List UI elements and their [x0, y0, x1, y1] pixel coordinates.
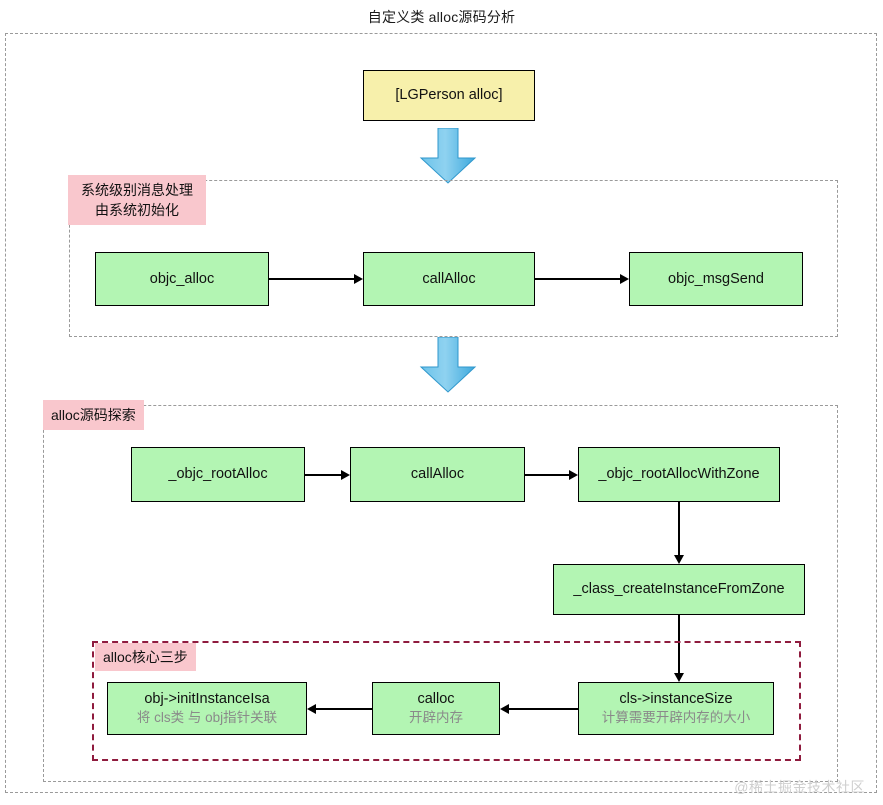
- connector-callalloc-to-msgsend: [535, 278, 620, 280]
- node-sublabel: 将 cls类 与 obj指针关联: [136, 710, 278, 726]
- node-cls-instancesize[interactable]: cls->instanceSize 计算需要开辟内存的大小: [578, 682, 774, 735]
- node-label: _class_createInstanceFromZone: [573, 581, 785, 598]
- arrowhead-down: [674, 555, 684, 564]
- connector-objc-alloc-to-callalloc: [269, 278, 354, 280]
- arrowhead-right: [620, 274, 629, 284]
- section-frame-explore: [43, 405, 838, 782]
- node-objc-rootallocwithzone[interactable]: _objc_rootAllocWithZone: [578, 447, 780, 502]
- connector-instancesize-to-calloc: [509, 708, 578, 710]
- node-obj-initinstanceisa[interactable]: obj->initInstanceIsa 将 cls类 与 obj指针关联: [107, 682, 307, 735]
- section-tag-explore: alloc源码探索: [43, 400, 144, 430]
- connector-rootalloc-to-callalloc: [305, 474, 341, 476]
- node-label: _objc_rootAllocWithZone: [598, 466, 760, 483]
- page-title: 自定义类 alloc源码分析: [367, 9, 516, 25]
- node-calloc[interactable]: calloc 开辟内存: [372, 682, 500, 735]
- arrowhead-down: [674, 673, 684, 682]
- node-label: objc_msgSend: [668, 270, 764, 287]
- node-objc-msgsend[interactable]: objc_msgSend: [629, 252, 803, 306]
- node-label: cls->instanceSize: [619, 691, 733, 707]
- big-down-arrow-1: [419, 128, 477, 184]
- node-callalloc-1[interactable]: callAlloc: [363, 252, 535, 306]
- node-label: [LGPerson alloc]: [395, 87, 503, 104]
- node-sublabel: 计算需要开辟内存的大小: [601, 710, 751, 726]
- node-label: objc_alloc: [149, 270, 215, 287]
- connector-callalloc-to-rootallocwithzone: [525, 474, 569, 476]
- arrowhead-right: [569, 470, 578, 480]
- arrowhead-right: [341, 470, 350, 480]
- node-callalloc-2[interactable]: callAlloc: [350, 447, 525, 502]
- arrowhead-left: [500, 704, 509, 714]
- node-sublabel: 开辟内存: [409, 710, 463, 726]
- node-label: obj->initInstanceIsa: [144, 691, 270, 707]
- node-class-createinstancefromzone[interactable]: _class_createInstanceFromZone: [553, 564, 805, 615]
- node-objc-alloc[interactable]: objc_alloc: [95, 252, 269, 306]
- arrowhead-right: [354, 274, 363, 284]
- node-label: callAlloc: [422, 270, 476, 287]
- node-objc-rootalloc[interactable]: _objc_rootAlloc: [131, 447, 305, 502]
- connector-rootallocwithzone-to-createinstance: [678, 502, 680, 556]
- outer-dashed-frame: [5, 33, 877, 793]
- arrowhead-left: [307, 704, 316, 714]
- section-frame-core-three-steps: [92, 641, 801, 761]
- watermark: @稀土掘金技术社区: [734, 779, 865, 795]
- connector-calloc-to-initinstanceisa: [316, 708, 372, 710]
- node-label: callAlloc: [410, 466, 465, 483]
- connector-createinstance-to-instancesize: [678, 615, 680, 674]
- node-label: calloc: [417, 691, 455, 707]
- section-tag-core-three-steps: alloc核心三步: [95, 643, 196, 671]
- node-lgperson-alloc[interactable]: [LGPerson alloc]: [363, 70, 535, 121]
- node-label: _objc_rootAlloc: [168, 466, 268, 483]
- big-down-arrow-2: [419, 337, 477, 393]
- section-tag-system: 系统级别消息处理 由系统初始化: [68, 175, 206, 225]
